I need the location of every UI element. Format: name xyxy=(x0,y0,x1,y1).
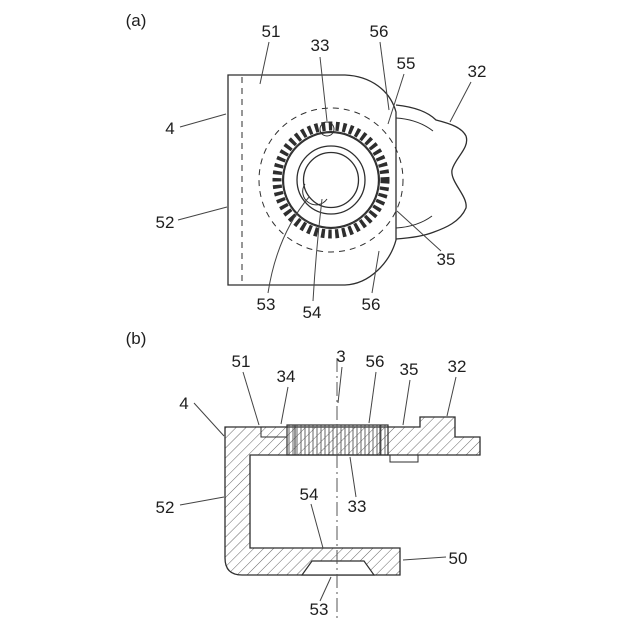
label-54-a: 54 xyxy=(303,303,322,322)
label-35-b: 35 xyxy=(400,360,419,379)
leader-34-b xyxy=(280,386,289,425)
step-34-detail xyxy=(260,427,287,438)
leader-53-a xyxy=(267,196,310,294)
label-51-b: 51 xyxy=(232,352,251,371)
leader-35-b xyxy=(402,379,411,426)
label-54-b: 54 xyxy=(300,485,319,504)
leader-3-b xyxy=(337,366,343,404)
leader-4-a xyxy=(179,113,227,128)
gear-teeth-ring xyxy=(272,121,390,239)
label-32-a: 32 xyxy=(468,62,487,81)
leader-32-a xyxy=(449,81,472,123)
label-51-a: 51 xyxy=(262,22,281,41)
label-35-a: 35 xyxy=(437,250,456,269)
leader-4-b xyxy=(193,402,225,437)
leader-54-a xyxy=(312,198,323,302)
pitch-circle-dashed xyxy=(258,107,404,253)
hub-circle-inner xyxy=(302,151,360,209)
label-3-b: 3 xyxy=(336,347,345,366)
leader-52-b xyxy=(179,496,225,506)
label-33-a: 33 xyxy=(311,36,330,55)
hub-circle-mid xyxy=(296,145,366,215)
label-32-b: 32 xyxy=(448,357,467,376)
view-a: (a) 51 33 56 55 32 4 52 53 54 56 35 xyxy=(126,11,487,322)
leader-35-a xyxy=(396,210,442,252)
leader-33-a xyxy=(319,56,328,122)
hub-detail-arc xyxy=(302,183,328,206)
label-34-b: 34 xyxy=(277,367,296,386)
leader-51-b xyxy=(242,371,260,426)
clip-outline-a xyxy=(395,104,468,240)
tooth-detail-circle xyxy=(319,121,335,137)
label-56-bot-a: 56 xyxy=(362,295,381,314)
label-52-b: 52 xyxy=(156,498,175,517)
leader-56-b xyxy=(368,371,377,424)
leader-33-b xyxy=(349,456,357,498)
label-52-a: 52 xyxy=(156,213,175,232)
label-33-b: 33 xyxy=(348,497,367,516)
clip-inner-bottom-line xyxy=(395,215,433,229)
leader-56-bot-a xyxy=(371,250,380,294)
leader-55-a xyxy=(387,73,405,125)
bottom-notch xyxy=(300,560,376,576)
view-a-tag: (a) xyxy=(126,11,147,30)
view-b: (b) 51 34 3 56 35 32 4 52 54 33 50 53 xyxy=(126,329,481,622)
leader-52-a xyxy=(177,206,228,221)
step-35-detail xyxy=(389,455,419,463)
label-56-b: 56 xyxy=(366,352,385,371)
label-55-a: 55 xyxy=(397,54,416,73)
leader-54-b xyxy=(310,503,324,549)
body-outline-a xyxy=(227,74,397,286)
leader-56-top-a xyxy=(379,41,390,111)
label-53-a: 53 xyxy=(257,295,276,314)
label-4-a: 4 xyxy=(165,119,174,138)
leader-50-b xyxy=(402,556,447,561)
label-53-b: 53 xyxy=(310,600,329,619)
label-56-top-a: 56 xyxy=(370,22,389,41)
gear-root-circle xyxy=(282,131,380,229)
hub-circle-outer xyxy=(282,131,380,229)
leader-51-a xyxy=(259,41,270,85)
label-50-b: 50 xyxy=(449,549,468,568)
label-4-b: 4 xyxy=(179,394,188,413)
leader-53-b xyxy=(319,576,332,602)
leader-32-b xyxy=(446,376,457,417)
view-b-tag: (b) xyxy=(126,329,147,348)
clip-inner-top-line xyxy=(395,117,434,132)
